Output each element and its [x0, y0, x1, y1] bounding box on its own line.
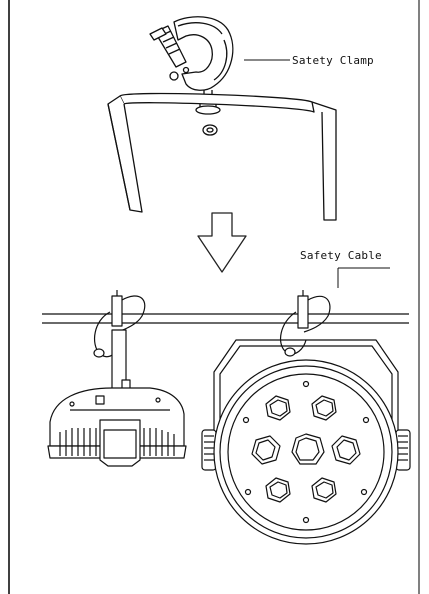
left-fixture-side-view	[47, 290, 187, 467]
lens-hexagons	[251, 395, 361, 503]
safety-clamp-label: Satety Clamp	[292, 54, 374, 67]
clamp-assembly	[149, 16, 234, 115]
omega-bracket	[107, 92, 337, 221]
right-fixture-front-view	[201, 290, 411, 545]
cable-leader-line	[337, 267, 390, 288]
safety-cable-label: Safety Cable	[300, 249, 382, 262]
down-arrow-icon	[197, 212, 247, 273]
